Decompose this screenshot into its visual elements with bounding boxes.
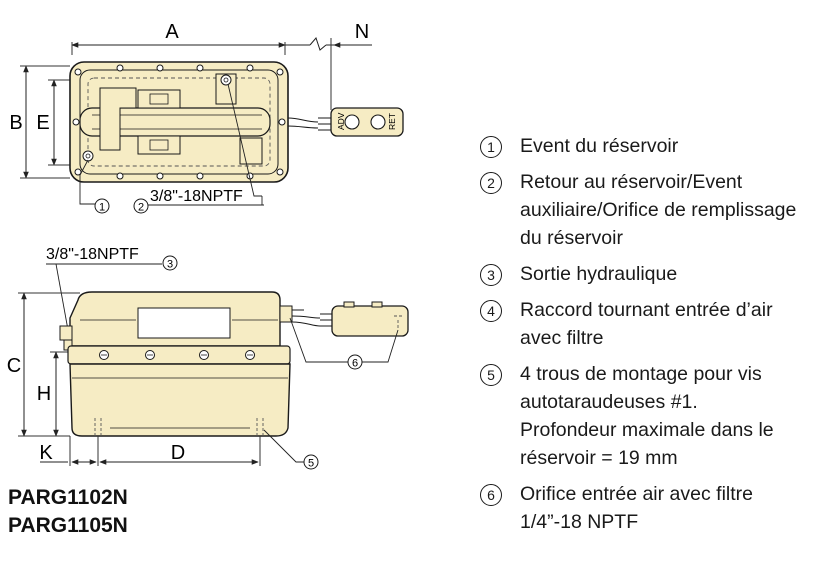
dim-n-label: N: [355, 21, 369, 43]
adv-label: ADV: [336, 112, 346, 130]
remote-pendant-top: [330, 107, 404, 137]
legend-text: Sortie hydraulique: [520, 263, 678, 285]
legend-number: 2: [480, 172, 502, 194]
model-numbers: PARG1102N PARG1105N: [8, 484, 128, 540]
ret-label: RET: [387, 113, 397, 130]
callout-1: [94, 198, 110, 214]
ret-button-icon: [370, 114, 386, 130]
legend-item: 6 Orifice entrée air avec filtre 1/4”-18…: [480, 480, 825, 536]
callout-2: [133, 198, 149, 214]
port-2-icon: [220, 74, 232, 86]
port-label-2: 3/8"-18NPTF: [150, 188, 243, 205]
dim-d-label: D: [171, 442, 185, 464]
port-label-3: 3/8"-18NPTF: [46, 246, 139, 263]
dim-a-label: A: [165, 21, 179, 43]
dim-h-label: H: [37, 383, 51, 405]
legend-item: 2 Retour au réservoir/Event auxiliaire/O…: [480, 168, 825, 252]
dim-c-label: C: [7, 355, 21, 377]
svg-text:3: 3: [167, 259, 173, 271]
legend-number: 6: [480, 484, 502, 506]
vent-1-icon: [82, 150, 94, 162]
model-name: PARG1105N: [8, 514, 128, 537]
legend-list: 1 Event du réservoir 2 Retour au réservo…: [480, 132, 825, 544]
legend-text: Event du réservoir: [520, 135, 679, 157]
legend-number: 3: [480, 264, 502, 286]
remote-pendant-side: [331, 305, 409, 337]
legend-number: 1: [480, 136, 502, 158]
legend-text: Raccord tournant entrée d’air avec filtr…: [520, 299, 773, 349]
svg-text:6: 6: [352, 358, 358, 370]
adv-button-icon: [344, 114, 360, 130]
legend-item: 1 Event du réservoir: [480, 132, 825, 160]
dim-e-label: E: [36, 112, 49, 134]
svg-text:5: 5: [308, 458, 314, 470]
legend-text: Retour au réservoir/Event auxiliaire/Ori…: [520, 171, 797, 249]
legend-item: 5 4 trous de montage pour vis autotaraud…: [480, 360, 825, 472]
svg-text:1: 1: [99, 202, 105, 214]
top-view: A N B E: [9, 21, 404, 214]
legend-text: Orifice entrée air avec filtre 1/4”-18 N…: [520, 483, 754, 533]
svg-text:2: 2: [138, 202, 144, 214]
callout-3: [162, 255, 178, 271]
callout-5: [303, 454, 319, 470]
legend-text: 4 trous de montage pour vis autotaraudeu…: [520, 363, 774, 469]
reservoir-body: [69, 363, 291, 437]
dim-b-label: B: [9, 112, 22, 134]
side-view: 3/8"-18NPTF 3 C H: [7, 246, 409, 470]
legend-item: 4 Raccord tournant entrée d’air avec fil…: [480, 296, 825, 352]
housing-bolts: [72, 64, 286, 180]
legend-number: 4: [480, 300, 502, 322]
legend-item: 3 Sortie hydraulique: [480, 260, 825, 288]
dim-k-label: K: [39, 442, 53, 464]
legend-number: 5: [480, 364, 502, 386]
callout-6: [347, 354, 363, 370]
model-name: PARG1102N: [8, 486, 128, 509]
